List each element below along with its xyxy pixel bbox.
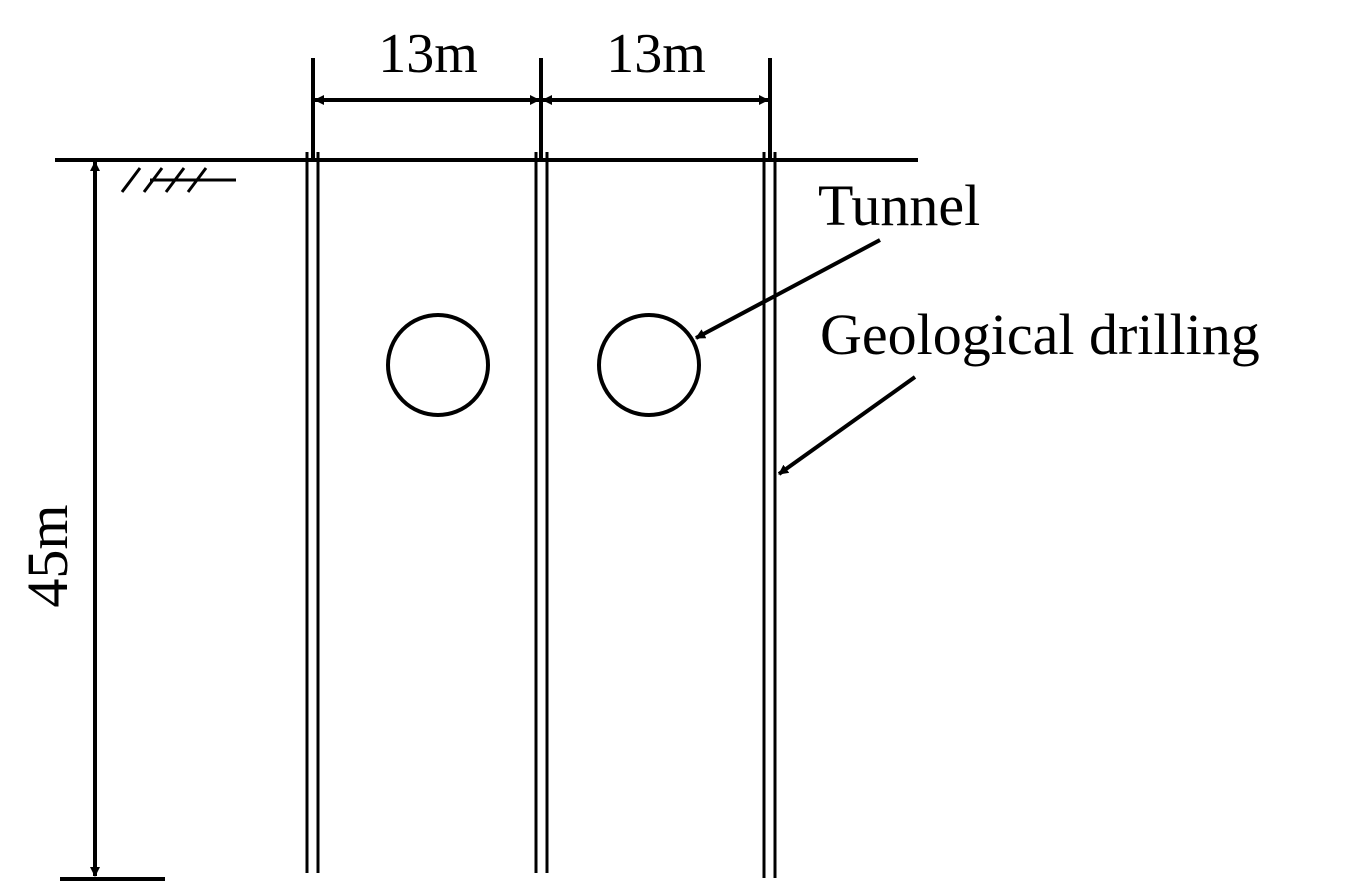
tunnel-pointer-arrow xyxy=(695,238,881,340)
tunnel-circle-right xyxy=(597,313,701,417)
drilling-line-1 xyxy=(305,152,320,873)
drilling-line-3 xyxy=(762,152,777,878)
geological-drilling-label: Geological drilling xyxy=(820,302,1260,367)
drilling-line-2 xyxy=(534,152,549,873)
depth-label: 45m xyxy=(15,504,80,607)
tunnel-circle-left xyxy=(386,313,490,417)
drilling-pointer-arrow xyxy=(777,375,917,476)
ground-hatch-symbol xyxy=(120,167,236,193)
tunnel-label: Tunnel xyxy=(818,173,980,238)
spacing-label-2: 13m xyxy=(606,23,706,85)
spacing-label-1: 13m xyxy=(378,23,478,85)
